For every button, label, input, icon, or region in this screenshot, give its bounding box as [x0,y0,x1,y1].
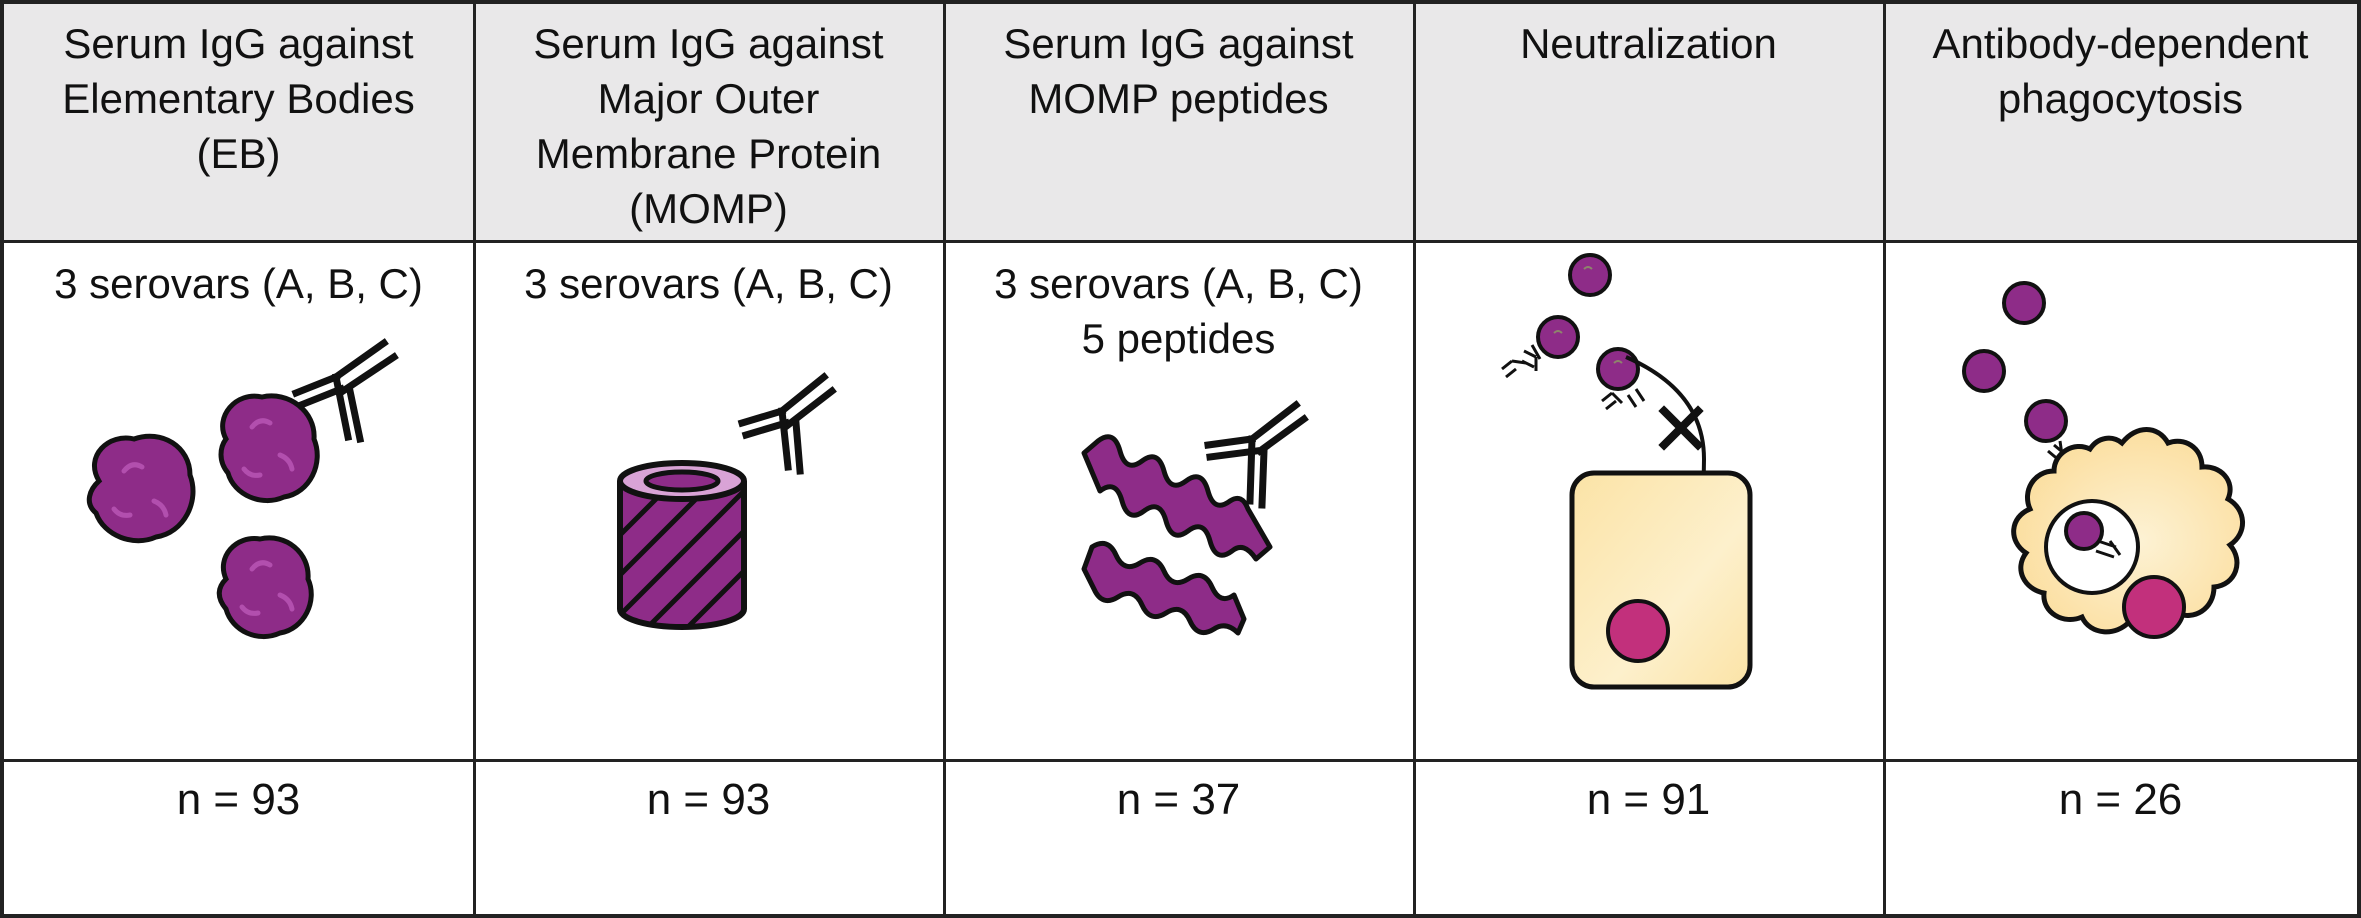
column-peptides: Serum IgG against MOMP peptides 3 serova… [944,0,1413,918]
column-divider-2 [943,0,946,918]
serovars-label-peptides: 3 serovars (A, B, C) 5 peptides [994,260,1363,362]
serovars-label-momp: 3 serovars (A, B, C) [524,260,893,307]
sample-size-momp: n = 93 [646,775,771,824]
peptides-icon [1081,400,1309,636]
column-divider-1 [473,0,476,918]
phagocytosis-icon [1962,281,2245,639]
header-eb: Serum IgG against Elementary Bodies (EB) [62,20,415,177]
header-cell-peptides: Serum IgG against MOMP peptides [944,0,1413,241]
column-neutralization: Neutralization [1414,0,1883,918]
column-eb: Serum IgG against Elementary Bodies (EB)… [4,0,473,918]
column-divider-4 [1883,0,1886,918]
header-peptides: Serum IgG against MOMP peptides [1003,20,1354,122]
column-divider-3 [1413,0,1416,918]
sample-size-phagocytosis: n = 26 [2058,775,2183,824]
table-border-bottom [0,914,2361,918]
header-neutralization: Neutralization [1520,20,1777,67]
serovars-label-eb: 3 serovars (A, B, C) [54,260,423,307]
row-divider-header [0,240,2361,243]
header-cell-neutralization: Neutralization [1414,0,1883,241]
sample-size-peptides: n = 37 [1116,775,1241,824]
table-border-left [0,0,4,918]
header-cell-phagocytosis: Antibody-dependent phagocytosis [1884,0,2357,241]
header-phagocytosis: Antibody-dependent phagocytosis [1932,20,2309,122]
table-border-top [0,0,2361,4]
sample-size-neutralization: n = 91 [1586,775,1711,824]
table-border-right [2357,0,2361,918]
neutralization-icon [1501,253,1753,690]
header-cell-eb: Serum IgG against Elementary Bodies (EB) [4,0,473,241]
momp-barrel-icon [617,372,837,630]
header-momp: Serum IgG against Major Outer Membrane P… [533,20,884,232]
elementary-bodies-icon [86,338,399,640]
column-phagocytosis: Antibody-dependent phagocytosis n [1884,0,2357,918]
column-momp: Serum IgG against Major Outer Membrane P… [474,0,943,918]
row-divider-counts [0,759,2361,762]
header-cell-momp: Serum IgG against Major Outer Membrane P… [474,0,943,241]
sample-size-eb: n = 93 [176,775,301,824]
